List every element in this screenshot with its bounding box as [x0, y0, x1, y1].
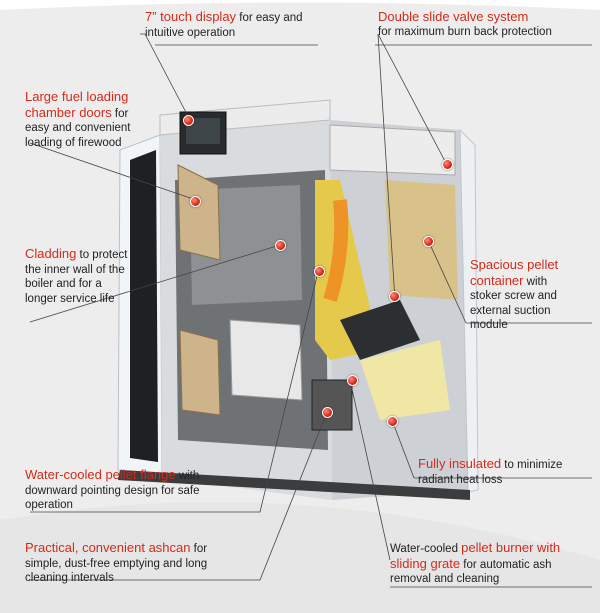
annotation-highlight: Spacious pellet container	[470, 257, 559, 288]
marker-flange	[314, 266, 325, 277]
annotation-text: with stoker screw and external suction m…	[470, 275, 557, 332]
marker-ashcan	[322, 407, 333, 418]
marker-container	[423, 236, 434, 247]
annotation-highlight: Double slide valve system	[378, 9, 529, 24]
marker-burner	[389, 291, 400, 302]
annotation-highlight: Large fuel loading chamber doors	[25, 89, 129, 120]
annotation-pellet-container: Spacious pellet container with stoker sc…	[470, 257, 570, 333]
marker-insulation	[387, 416, 398, 427]
marker-display	[183, 115, 194, 126]
annotation-text: for easy and intuitive operation	[145, 12, 303, 39]
annotation-insulated: Fully insulated to minimize radiant heat…	[418, 456, 578, 487]
annotation-highlight: Cladding	[25, 246, 77, 261]
annotation-pellet-flange: Water-cooled pellet flange with downward…	[25, 467, 225, 513]
annotation-text: to minimize radiant heat loss	[418, 459, 563, 486]
marker-cladding	[275, 240, 286, 251]
annotation-highlight: Water-cooled pellet flange	[25, 467, 176, 482]
annotation-highlight: Practical, convenient ashcan	[25, 540, 191, 555]
annotation-text: for automatic ash removal and cleaning	[390, 558, 552, 586]
annotation-text: for simple, dust-free emptying and long …	[25, 543, 208, 584]
annotation-text: for easy and convenient loading of firew…	[25, 107, 131, 149]
marker-valve	[442, 159, 453, 170]
annotation-burner: Water-cooled pellet burner with sliding …	[390, 540, 575, 587]
marker-doors	[190, 196, 201, 207]
marker-grate	[347, 375, 358, 386]
annotation-highlight: pellet burner with sliding grate	[390, 540, 561, 571]
annotation-touch-display: 7” touch display for easy and intuitive …	[145, 9, 325, 40]
annotation-text: with downward pointing design for safe o…	[25, 470, 200, 511]
annotation-text: for maximum burn back protection	[378, 25, 552, 38]
annotation-ashcan: Practical, convenient ashcan for simple,…	[25, 540, 235, 586]
annotation-highlight: 7” touch display	[145, 9, 237, 24]
annotation-text: to protect the inner wall of the boiler …	[25, 249, 128, 305]
annotation-highlight: Fully insulated	[418, 456, 502, 471]
annotation-fuel-doors: Large fuel loading chamber doors for eas…	[25, 89, 153, 150]
annotation-slide-valve: Double slide valve system for maximum bu…	[378, 9, 578, 39]
annotation-cladding: Cladding to protect the inner wall of th…	[25, 246, 135, 306]
annotation-prefix: Water-cooled	[390, 543, 462, 555]
